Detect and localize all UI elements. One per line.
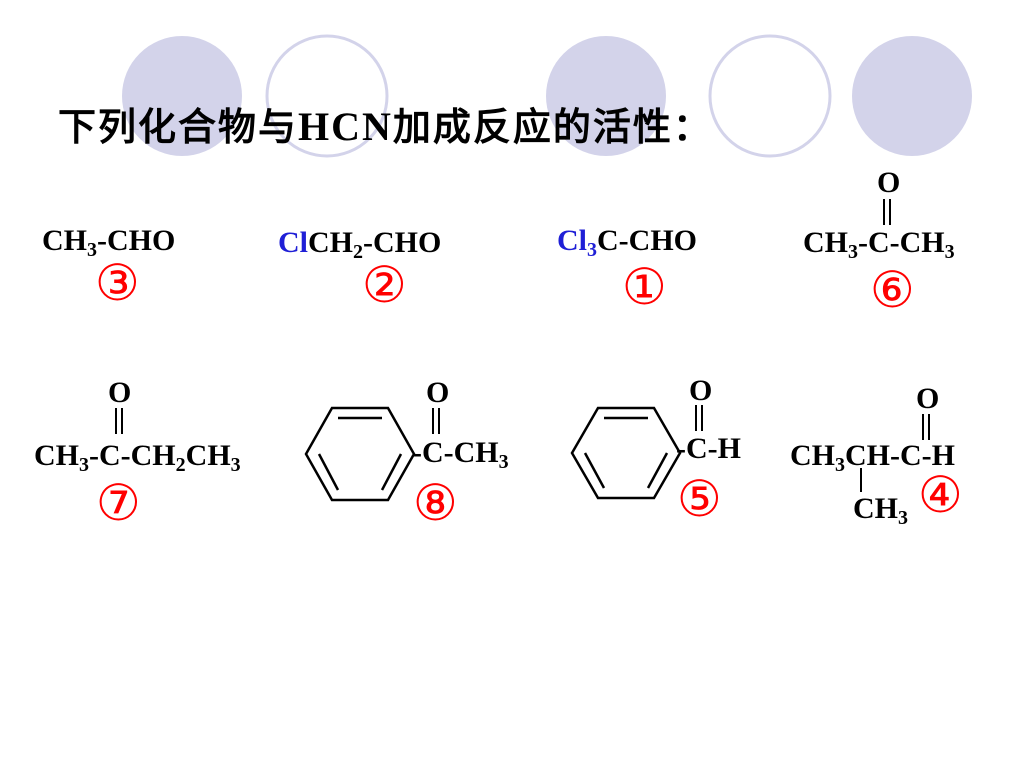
double-bond — [922, 414, 930, 440]
compound-isobutyraldehyde: CH3CH-C-H — [790, 439, 955, 476]
formula-text: CH — [185, 439, 231, 472]
compound-butanone: CH3-C-CH2CH3 — [34, 439, 241, 476]
formula-text: CH — [790, 439, 835, 472]
formula-text: CH — [42, 224, 87, 257]
decorative-circles — [122, 34, 972, 158]
formula-text: -C-CH — [89, 439, 176, 472]
compound-benzaldehyde: -C-H — [676, 434, 741, 464]
formula-chlorine: Cl — [278, 226, 308, 259]
oxygen-label: O — [877, 166, 901, 199]
formula-chlorine: Cl — [557, 224, 587, 257]
rank-number: ② — [362, 256, 407, 314]
deco-circle — [708, 34, 832, 158]
oxygen-label: O — [426, 376, 450, 409]
methyl-branch: CH3 — [853, 492, 908, 529]
oxygen-label: O — [916, 382, 940, 415]
page-title: 下列化合物与HCN加成反应的活性： — [58, 96, 713, 151]
benzene-ring — [304, 406, 416, 502]
formula-text: CH — [853, 492, 898, 525]
rank-number: ④ — [918, 466, 963, 524]
deco-circle — [852, 36, 972, 156]
formula-sub: 3 — [498, 451, 509, 473]
formula-text: -C-CH — [858, 226, 945, 259]
single-bond — [860, 468, 862, 492]
formula-sub: 3 — [835, 454, 845, 476]
formula-sub: 3 — [230, 454, 241, 476]
double-bond — [432, 408, 440, 434]
double-bond — [883, 199, 891, 225]
compound-trichloroacetaldehyde: Cl3C-CHO — [557, 224, 697, 261]
formula-text: CH — [803, 226, 848, 259]
formula-sub: 3 — [87, 239, 97, 261]
rank-number: ① — [622, 258, 667, 316]
formula-sub: 3 — [848, 241, 858, 263]
oxygen-label: O — [689, 374, 713, 407]
formula-text: -C-CH — [412, 436, 499, 469]
title-suffix: 加成反应的活性： — [392, 105, 713, 149]
benzene-ring — [570, 406, 682, 500]
deco-circle — [122, 36, 242, 156]
formula-text: -C-H — [676, 432, 741, 465]
formula-sub: 3 — [944, 241, 955, 263]
formula-text: CH — [34, 439, 79, 472]
deco-circle — [546, 36, 666, 156]
double-bond — [115, 408, 123, 434]
rank-number: ⑦ — [96, 474, 141, 532]
deco-circle — [265, 34, 389, 158]
compound-acetaldehyde: CH3-CHO — [42, 224, 176, 261]
oxygen-label: O — [108, 376, 132, 409]
formula-sub: 3 — [79, 454, 89, 476]
rank-number: ③ — [95, 254, 140, 312]
formula-sub: 2 — [175, 454, 186, 476]
formula-text: -CHO — [363, 226, 442, 259]
title-hcn: HCN — [298, 104, 393, 149]
rank-number: ⑤ — [677, 470, 722, 528]
compound-acetophenone: -C-CH3 — [412, 436, 509, 473]
formula-sub: 3 — [898, 507, 908, 529]
formula-text: CH-C-H — [845, 439, 955, 472]
formula-sub: 2 — [353, 241, 363, 263]
formula-text: -CHO — [97, 224, 176, 257]
formula-sub: 3 — [587, 239, 597, 261]
compound-acetone: CH3-C-CH3 — [803, 226, 955, 263]
rank-number: ⑧ — [413, 474, 458, 532]
rank-number: ⑥ — [870, 261, 915, 319]
double-bond — [695, 405, 703, 431]
formula-text: CH — [308, 226, 353, 259]
title-prefix: 下列化合物与 — [58, 105, 299, 149]
compound-chloroacetaldehyde: ClCH2-CHO — [278, 226, 442, 263]
formula-text: C-CHO — [597, 224, 697, 257]
